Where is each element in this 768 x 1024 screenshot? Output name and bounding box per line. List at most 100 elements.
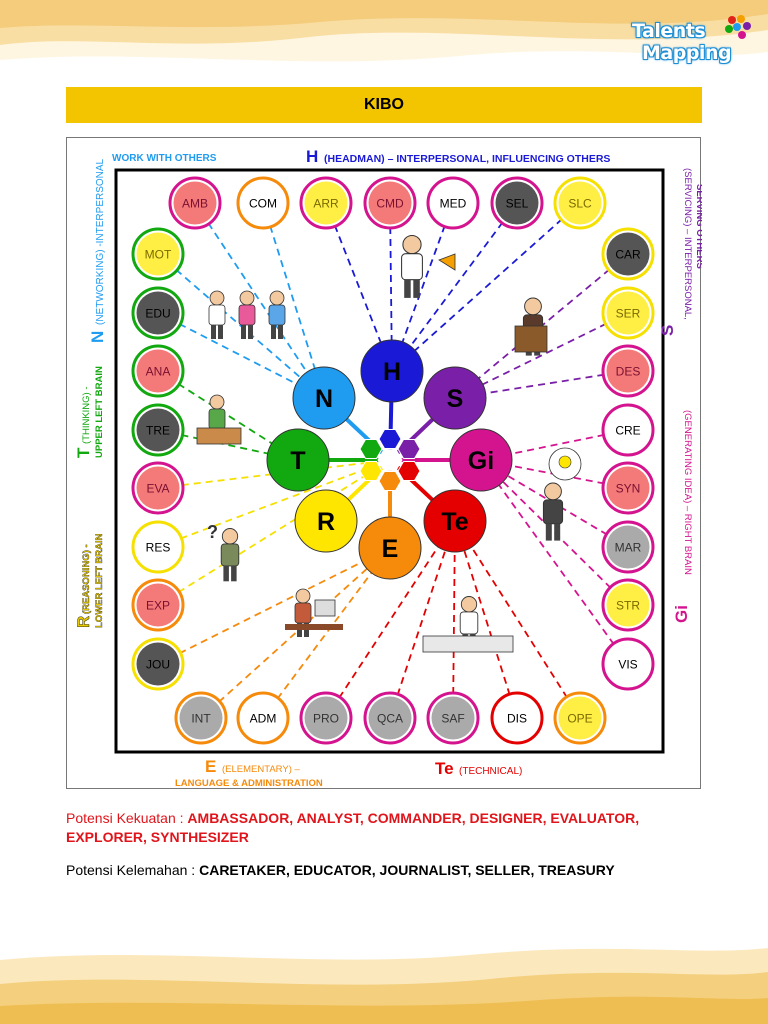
page-title: KIBO: [66, 87, 702, 123]
footer-wave-decoration: [0, 948, 768, 1024]
hub-node-gi: Gi: [449, 428, 513, 492]
weaknesses-paragraph: Potensi Kelemahan : CARETAKER, EDUCATOR,…: [66, 861, 706, 880]
talent-connector-line: [262, 202, 325, 399]
label-e-letter: E: [205, 757, 216, 776]
talent-code: MOT: [145, 248, 172, 262]
center-hexagon: [378, 471, 402, 491]
talent-connector-line: [480, 459, 629, 606]
talent-node-cmd: CMD: [363, 176, 417, 230]
label-h-letter: H: [306, 147, 318, 166]
label-gi-letter: Gi: [672, 605, 691, 623]
talent-node-res: RES: [131, 520, 185, 574]
hub-node-h: H: [360, 339, 424, 403]
talent-connector-line: [454, 520, 581, 719]
talent-node-car: CAR: [601, 227, 655, 281]
talent-node-eva: EVA: [131, 461, 185, 515]
label-n-text: (NETWORKING) -INTERPERSONAL: [95, 158, 106, 325]
talent-code: RES: [146, 541, 171, 555]
talent-code: SER: [616, 307, 641, 321]
talents-mapping-logo: Talents Mapping: [628, 14, 752, 68]
center-hexagon: [378, 450, 402, 470]
talent-code: CAR: [615, 248, 641, 262]
talent-connector-line: [454, 520, 518, 719]
label-s-letter: S: [658, 325, 677, 336]
talent-node-med: MED: [426, 176, 480, 230]
label-t-group: T (THINKING) - UPPER LEFT BRAIN: [74, 366, 105, 458]
logo-line-2: Mapping: [642, 42, 732, 64]
label-te-text: (TECHNICAL): [459, 766, 522, 777]
hub-node-n: N: [292, 366, 356, 430]
hub-node-e: E: [358, 516, 422, 580]
talent-code: CMD: [376, 197, 404, 211]
talent-code: MED: [440, 197, 467, 211]
label-work-with-others: WORK WITH OTHERS: [112, 153, 217, 164]
hub-label: S: [447, 385, 464, 413]
label-r-text-2: LOWER LEFT BRAIN: [94, 533, 105, 628]
talent-code: AMB: [182, 197, 208, 211]
strengths-value: AMBASSADOR, ANALYST, COMMANDER, DESIGNER…: [66, 810, 640, 845]
talent-node-mar: MAR: [601, 520, 655, 574]
talent-node-syn: SYN: [601, 461, 655, 515]
hub-label: R: [317, 508, 335, 536]
talent-connector-line: [194, 202, 325, 399]
talent-code: ANA: [146, 365, 171, 379]
illustrations: ?: [196, 234, 582, 653]
talent-node-amb: AMB: [168, 176, 222, 230]
label-r-group: R (REASONING) - LOWER LEFT BRAIN: [74, 533, 105, 628]
talent-node-des: DES: [601, 344, 655, 398]
talent-connector-line: [157, 459, 391, 548]
talent-code: QCA: [377, 712, 403, 726]
talent-node-sel: SEL: [490, 176, 544, 230]
label-t-text-1: (THINKING) -: [81, 386, 92, 444]
talent-code: SYN: [616, 482, 641, 496]
hub-node-te: Te: [423, 489, 487, 553]
strengths-label: Potensi Kekuatan :: [66, 810, 188, 826]
talent-node-cre: CRE: [601, 403, 655, 457]
talent-node-dis: DIS: [490, 691, 544, 745]
talent-node-qca: QCA: [363, 691, 417, 745]
talent-code: SAF: [441, 712, 464, 726]
label-r-text-1: (REASONING) -: [81, 544, 92, 614]
talent-code: OPE: [567, 712, 592, 726]
label-e-text-1: (ELEMENTARY) –: [222, 764, 300, 775]
talent-node-mot: MOT: [131, 227, 185, 281]
talent-code: ARR: [313, 197, 339, 211]
talent-connector-line: [480, 459, 629, 665]
talent-code: EVA: [146, 482, 169, 496]
talent-node-ser: SER: [601, 286, 655, 340]
weaknesses-value: CARETAKER, EDUCATOR, JOURNALIST, SELLER,…: [199, 862, 615, 878]
label-s-text-2: SERVING OTHERS: [694, 184, 702, 269]
talent-code: PRO: [313, 712, 339, 726]
label-gi-text: (GENERATING IDEA) – RIGHT BRAIN: [682, 410, 693, 575]
talent-code: TRE: [146, 424, 170, 438]
label-t-letter: T: [74, 447, 93, 458]
talent-node-jou: JOU: [131, 637, 185, 691]
hub-label: Te: [441, 508, 468, 536]
talent-node-ana: ANA: [131, 344, 185, 398]
label-r-letter: R: [74, 616, 93, 628]
strengths-paragraph: Potensi Kekuatan : AMBASSADOR, ANALYST, …: [66, 809, 706, 847]
hub-node-s: S: [423, 366, 487, 430]
talent-code: DES: [616, 365, 641, 379]
talent-code: JOU: [146, 658, 170, 672]
talent-code: STR: [616, 599, 640, 613]
hub-label: H: [383, 358, 401, 386]
label-t-text-2: UPPER LEFT BRAIN: [94, 366, 105, 458]
label-s-letter-group: S: [658, 325, 677, 336]
talent-code: DIS: [507, 712, 527, 726]
center-hexagon: [359, 439, 383, 459]
label-s-group: (SERVICING) – INTERPERSONAL, SERVING OTH…: [682, 168, 702, 320]
talent-node-int: INT: [174, 691, 228, 745]
inner-frame: [114, 168, 665, 754]
label-gi-group: (GENERATING IDEA) – RIGHT BRAIN: [682, 410, 693, 575]
talent-code: EDU: [145, 307, 170, 321]
talent-node-str: STR: [601, 578, 655, 632]
logo-hexagon-icon: [725, 15, 751, 39]
hub-label: N: [315, 385, 333, 413]
label-h-text: (HEADMAN) – INTERPERSONAL, INFLUENCING O…: [324, 153, 610, 165]
talent-code: SLC: [568, 197, 592, 211]
label-te-letter: Te: [435, 759, 454, 778]
center-hexagon: [397, 439, 421, 459]
talent-connector-line: [391, 202, 581, 372]
